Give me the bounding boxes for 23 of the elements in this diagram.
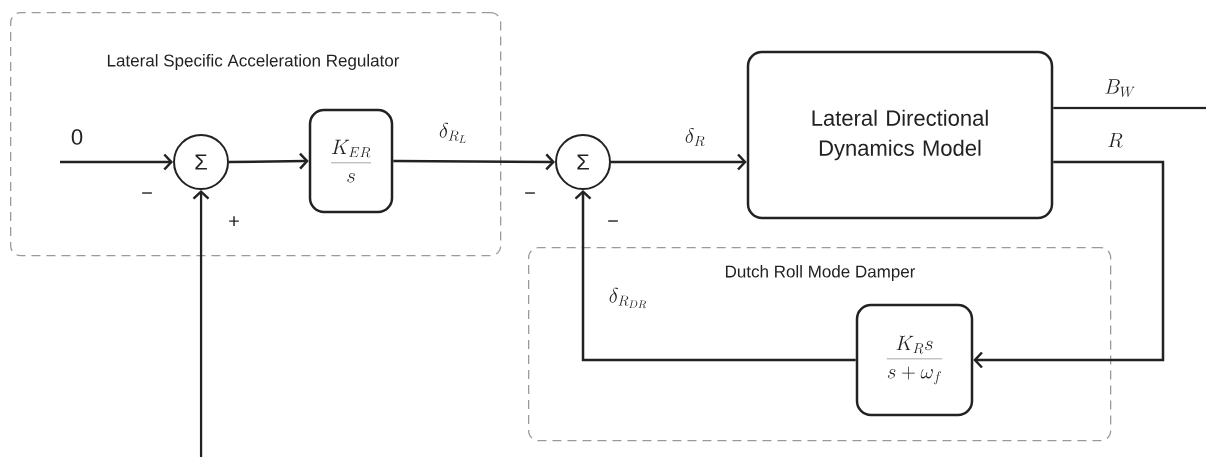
signal-line (1053, 106, 1206, 110)
sign-label: − (525, 192, 535, 194)
transfer-function-block: $\frac{K_{ER}}{s}$ (308, 108, 394, 214)
arrow (574, 190, 856, 362)
arrow (229, 152, 309, 170)
signal-label: $\delta_{R_{L}}$ (439, 122, 466, 143)
signal-label: $\delta_{R_{DR}}$ (609, 287, 647, 309)
summing-junction: Σ (555, 134, 611, 190)
summing-junction: Σ (173, 134, 229, 190)
signal-label: 0 (71, 129, 83, 145)
arrow (192, 190, 210, 457)
transfer-function-block: Lateral Directional Dynamics Model (746, 50, 1054, 220)
transfer-function-block: $\frac{K_R s}{s+\omega_f}$ (855, 303, 974, 417)
arrow (973, 160, 1165, 369)
sign-label: − (142, 192, 152, 194)
sign-label: − (608, 220, 618, 222)
signal-label: $\delta_{R}$ (685, 127, 705, 147)
sign-label: + (229, 216, 239, 226)
signal-label: $B_{W}$ (1105, 79, 1135, 97)
arrow (393, 153, 555, 171)
arrow (611, 153, 747, 171)
signal-label: $R$ (1108, 132, 1123, 148)
arrow (60, 153, 173, 171)
